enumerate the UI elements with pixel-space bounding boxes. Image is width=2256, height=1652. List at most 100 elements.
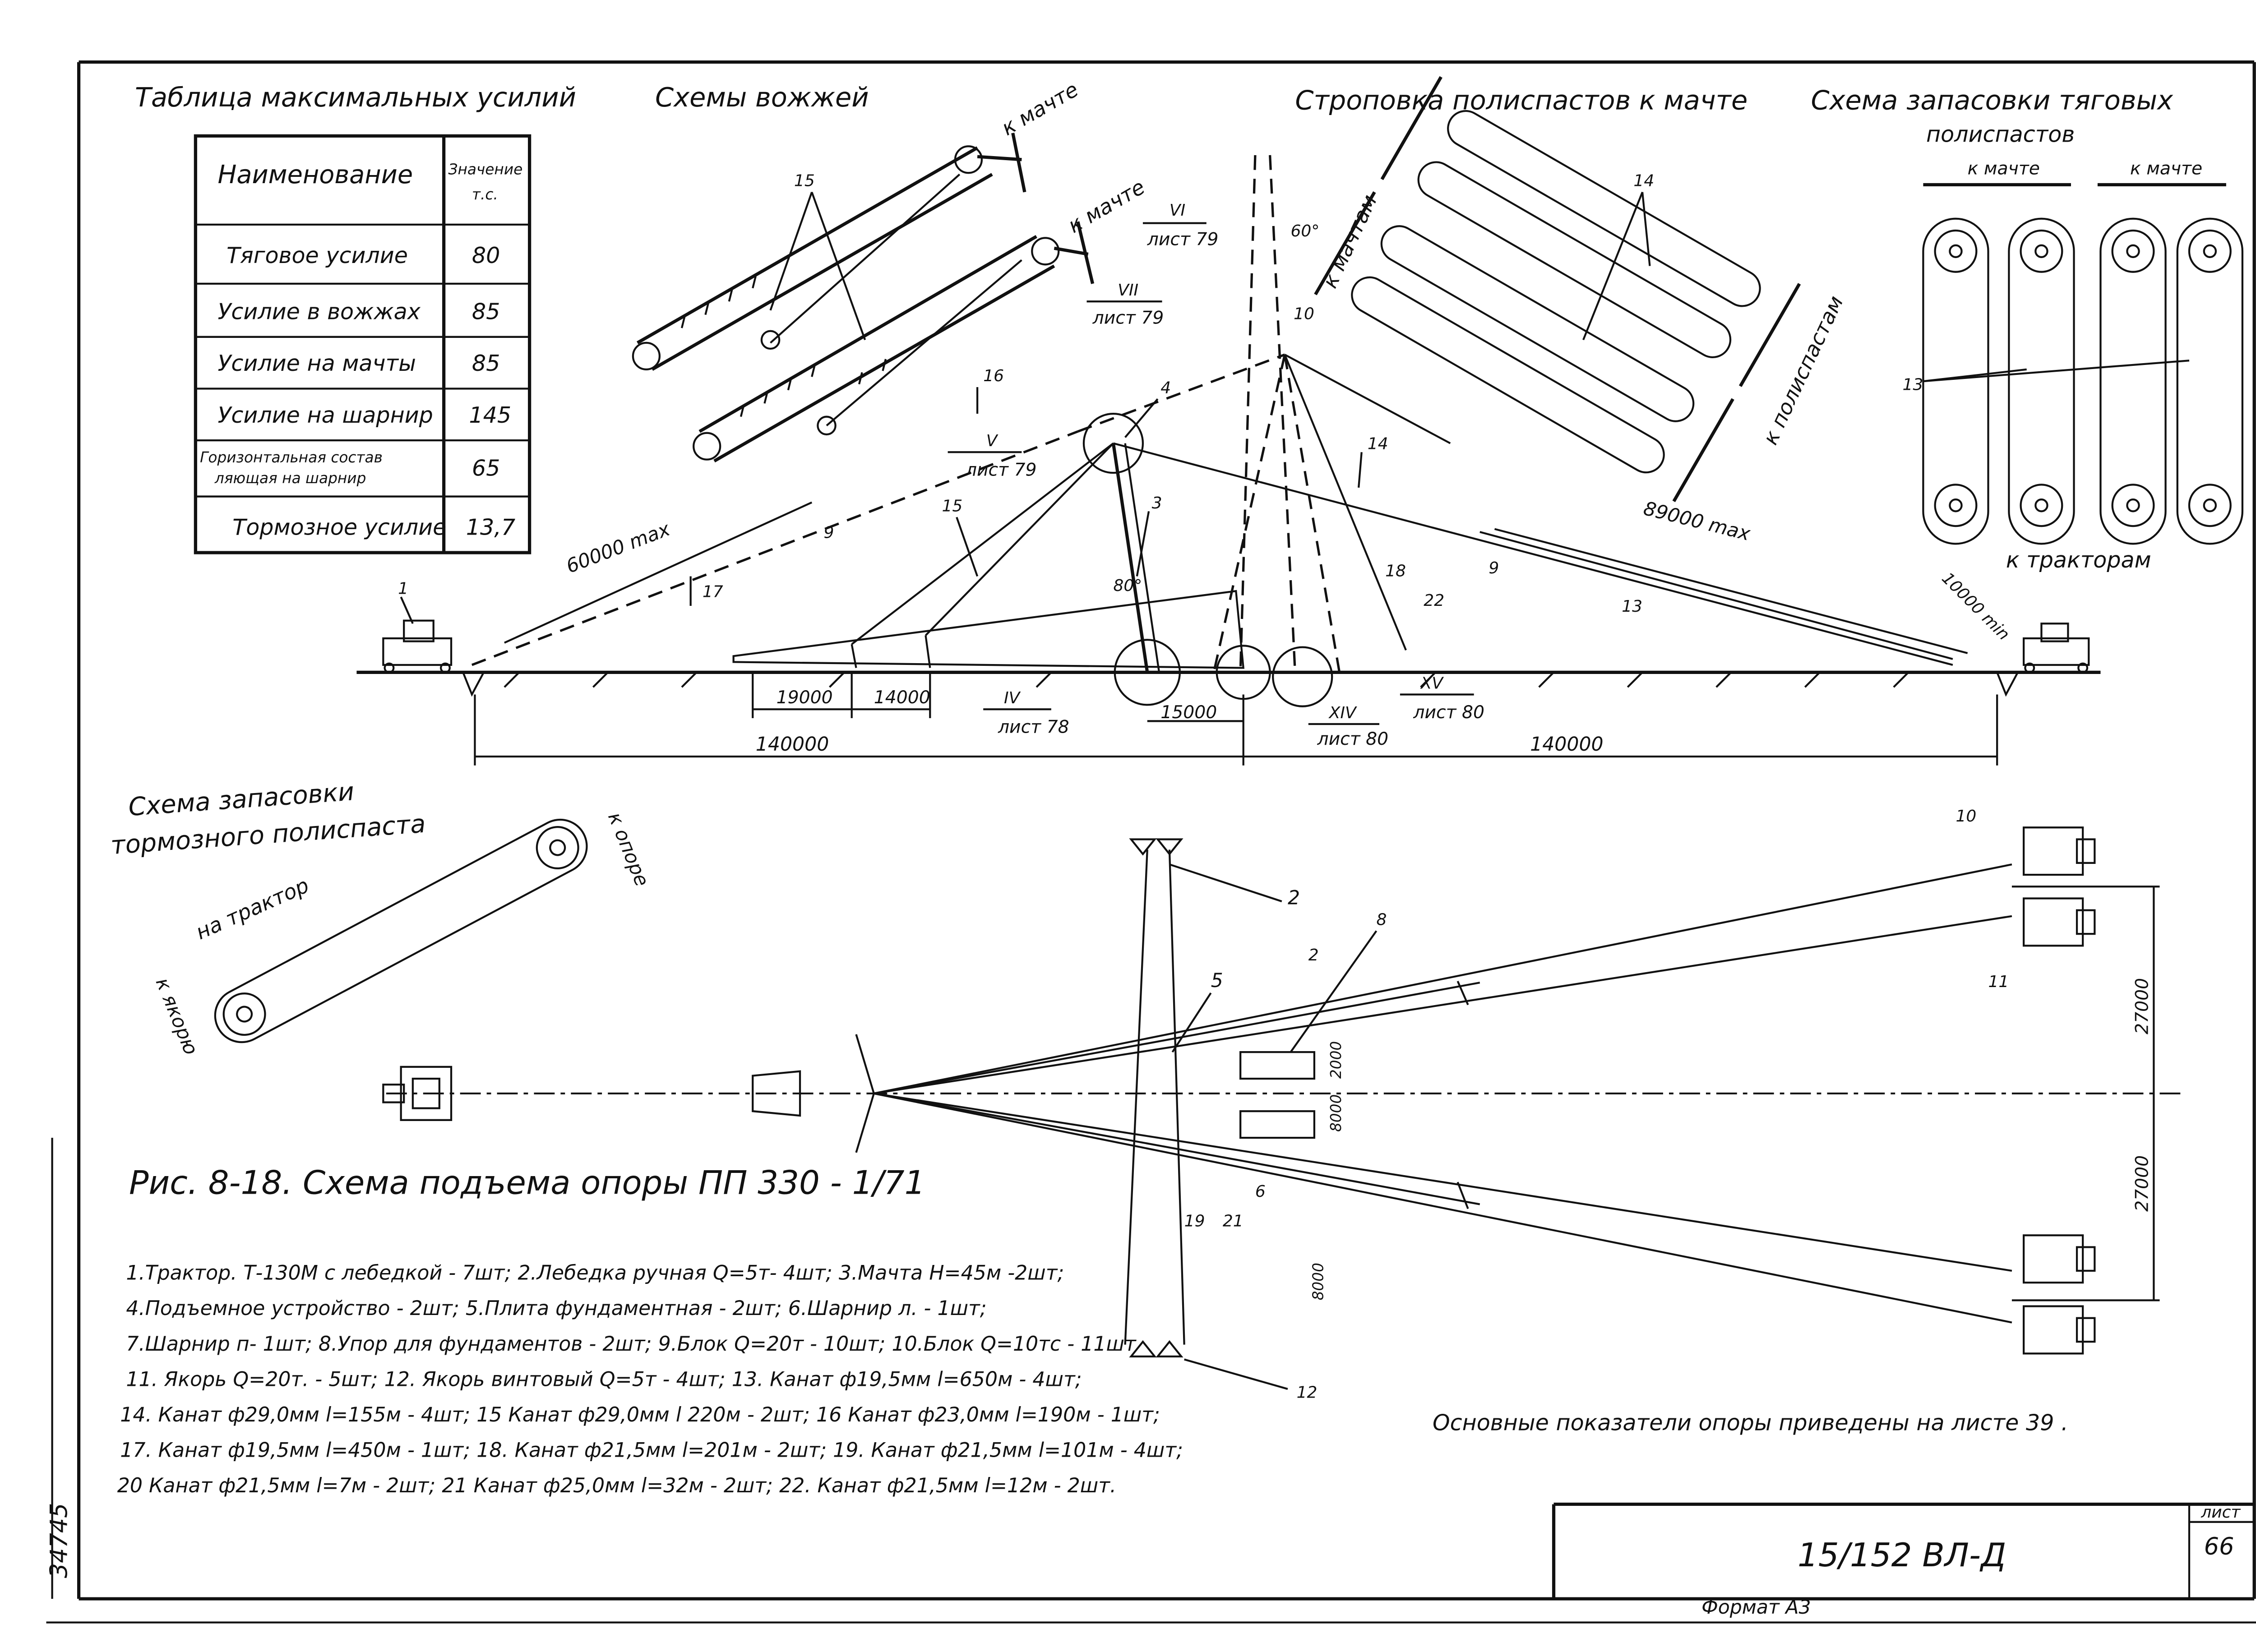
table-row-value: 145 <box>469 402 511 428</box>
callout-13-mid: 13 <box>1622 597 1642 616</box>
legend-line: 14. Канат ф29,0мм l=155м - 4шт; 15 Канат… <box>120 1403 1160 1426</box>
table-row-name: Усилие в вожжах <box>217 299 421 325</box>
callout-22: 22 <box>1424 591 1444 610</box>
traction-tackle-scheme: Схема запасовки тяговых полиспастов к ма… <box>1811 84 2244 573</box>
ref-vi: VI <box>1170 201 1185 220</box>
dim-2000: 2000 <box>1327 1041 1345 1079</box>
dim-14000: 14000 <box>874 688 930 708</box>
table-row-name-cont: ляющая на шарнир <box>214 470 366 487</box>
legend: 1.Трактор. Т-130М с лебедкой - 7шт; 2.Ле… <box>117 1262 1183 1498</box>
dim-60000: 60000 max <box>563 518 673 578</box>
tackle-to-mast-1: к мачте <box>1968 159 2040 179</box>
callout-15-top: 15 <box>794 172 815 190</box>
dim-140000-left: 140000 <box>756 733 829 756</box>
table-header-name: Наименование <box>217 160 413 189</box>
callout-14-mid: 14 <box>1368 435 1388 453</box>
callout-17: 17 <box>703 582 723 601</box>
callout-10-top: 10 <box>1294 305 1314 323</box>
dim-27000-bottom: 27000 <box>2132 1155 2152 1212</box>
plan-tractor-left-icon <box>382 1066 453 1121</box>
callout-18: 18 <box>1385 562 1406 580</box>
callout-13: 13 <box>1903 376 1923 394</box>
ref-sheet-79b: лист 79 <box>1092 308 1164 328</box>
dim-15000: 15000 <box>1160 702 1217 723</box>
dim-10000: 10000 min <box>1938 569 2013 644</box>
callout-2-b: 2 <box>1308 946 1319 964</box>
to-tractors-label: к тракторам <box>2006 547 2151 573</box>
plan-tractor-2-icon <box>2023 897 2096 947</box>
callout-6: 6 <box>1255 1182 1266 1201</box>
callout-9-right: 9 <box>1489 559 1499 577</box>
callout-11: 11 <box>1988 973 2009 991</box>
tackle-to-mast-2: к мачте <box>2130 159 2202 179</box>
dim-140000-right: 140000 <box>1530 733 1604 756</box>
plan-tractor-3-icon <box>2023 1234 2096 1284</box>
callout-3: 3 <box>1152 494 1162 512</box>
legend-line: 7.Шарнир п- 1шт; 8.Упор для фундаментов … <box>126 1333 1137 1356</box>
ref-xv: XV <box>1420 674 1444 692</box>
callout-16: 16 <box>983 367 1004 385</box>
table-row-value: 65 <box>472 455 500 481</box>
to-tackles-label: к полиспастам <box>1758 292 1848 448</box>
drawing-code: 15/152 ВЛ-Д <box>1798 1536 2006 1574</box>
figure-caption: Рис. 8-18. Схема подъема опоры ПП 330 - … <box>129 1164 925 1202</box>
table-header-value: Значение <box>448 161 522 178</box>
brake-title-1: Схема запасовки <box>127 777 355 822</box>
callout-1: 1 <box>398 580 408 598</box>
to-tractor-label: на трактор <box>192 873 313 944</box>
tackle-blocks <box>1922 217 2244 545</box>
sling-tackles <box>1314 76 1801 503</box>
callout-19: 19 <box>1184 1212 1205 1231</box>
ref-iv: IV <box>1004 689 1021 707</box>
forces-table-title: Таблица максимальных усилий <box>135 82 576 113</box>
dim-8000: 8000 <box>1327 1094 1345 1132</box>
tractor-left-icon <box>382 619 453 674</box>
plan-view: 2 2 8 5 6 19 21 12 2000 8000 8000 10 11 … <box>382 807 2187 1402</box>
elevation-view: 1 60000 max 9 17 16 V лист 79 4 <box>356 155 2101 766</box>
callout-15-mid: 15 <box>942 497 962 515</box>
angle-60: 60° <box>1290 222 1319 240</box>
table-header-unit: т.с. <box>472 186 498 203</box>
table-row-name: Горизонтальная состав <box>200 449 383 466</box>
to-support-label: к опоре <box>603 809 653 890</box>
ref-sheet-80b: лист 80 <box>1413 702 1484 723</box>
callout-10-plan: 10 <box>1956 807 1976 826</box>
plan-tractor-1-icon <box>2023 826 2096 876</box>
sling-title: Строповка полиспастов к мачте <box>1295 84 1747 115</box>
dim-27000-top: 27000 <box>2132 978 2152 1034</box>
table-row-name: Усилие на мачты <box>217 350 416 376</box>
format-label: Формат А3 <box>1701 1596 1811 1619</box>
table-row-name: Усилие на шарнир <box>217 402 433 428</box>
tackle-title-1: Схема запасовки тяговых <box>1811 84 2173 115</box>
tractor-right-icon <box>2023 623 2090 674</box>
table-row-value: 13,7 <box>466 514 515 540</box>
to-mast-label-1: к мачте <box>997 77 1082 140</box>
ref-sheet-79c: лист 79 <box>965 460 1037 480</box>
guy-scheme: Схемы вожжей 15 к мачте к мачте VI лист <box>632 77 1218 463</box>
dim-89000: 89000 max <box>1641 497 1752 545</box>
reference-note: Основные показатели опоры приведены на л… <box>1433 1410 2068 1436</box>
legend-line: 17. Канат ф19,5мм l=450м - 1шт; 18. Кана… <box>120 1439 1183 1462</box>
table-row-name: Тормозное усилие <box>232 514 446 540</box>
ref-sheet-78: лист 78 <box>998 717 1069 738</box>
to-mast-label-2: к мачте <box>1064 175 1149 238</box>
inventory-number: 34745 <box>45 1503 73 1578</box>
plan-tractor-4-icon <box>2023 1305 2096 1355</box>
title-block: 15/152 ВЛ-Д лист 66 Формат А3 34745 <box>45 1502 2255 1619</box>
guy-ticks <box>680 276 887 417</box>
to-anchor-label: к якорю <box>151 974 203 1058</box>
callout-14-top: 14 <box>1633 172 1654 190</box>
forces-table: Таблица максимальных усилий Наименование… <box>135 82 576 554</box>
guy-scheme-title: Схемы вожжей <box>655 82 869 113</box>
table-row-value: 85 <box>472 299 500 325</box>
callout-9-left: 9 <box>823 523 834 542</box>
ref-sheet-80a: лист 80 <box>1317 729 1388 749</box>
legend-line: 4.Подъемное устройство - 2шт; 5.Плита фу… <box>126 1297 986 1320</box>
ref-vii: VII <box>1118 281 1138 300</box>
sheet-label: лист <box>2201 1503 2241 1522</box>
callout-4: 4 <box>1160 378 1171 397</box>
callout-8: 8 <box>1376 910 1387 929</box>
legend-line: 11. Якорь Q=20т. - 5шт; 12. Якорь винтов… <box>126 1368 1082 1391</box>
callout-5: 5 <box>1211 969 1223 992</box>
ref-xiv: XIV <box>1328 704 1357 722</box>
